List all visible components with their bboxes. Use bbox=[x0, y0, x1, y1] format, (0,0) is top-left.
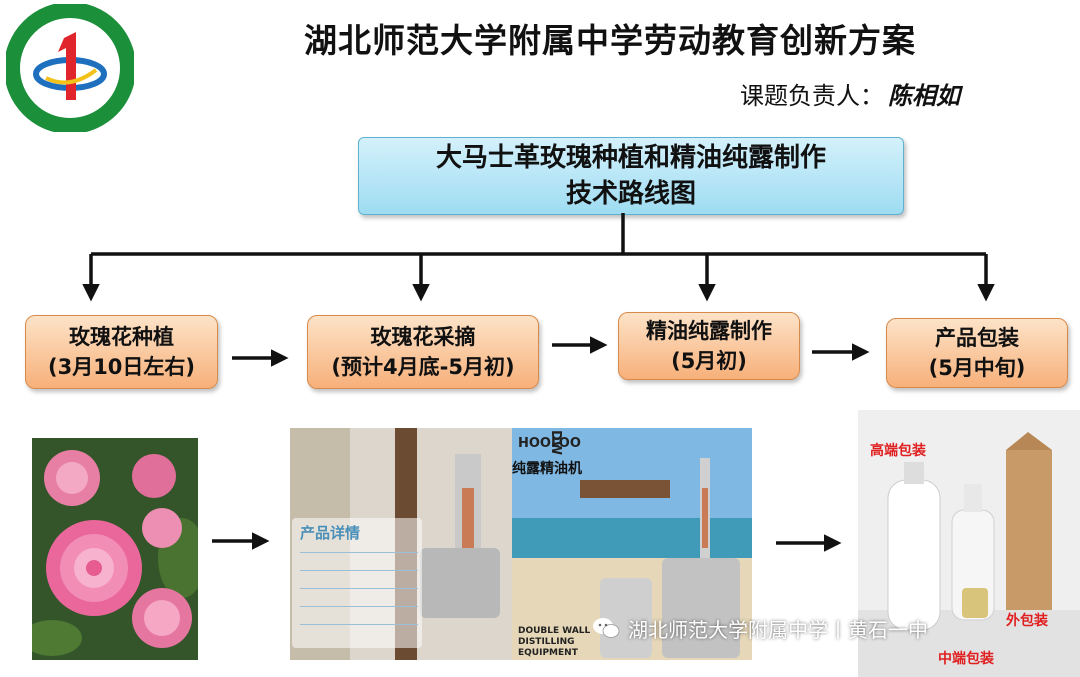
brand-mark: DW bbox=[548, 430, 563, 456]
step-distilling-date: (5月初) bbox=[671, 349, 747, 373]
step-picking-label: 玫瑰花采摘 bbox=[370, 325, 476, 349]
step-picking-date: (预计4月底-5月初) bbox=[331, 355, 515, 379]
panel-row bbox=[300, 570, 418, 571]
watermark: 湖北师范大学附属中学丨黄石一中 bbox=[592, 613, 928, 643]
roadmap-title-box: 大马士革玫瑰种植和精油纯露制作 技术路线图 bbox=[358, 137, 904, 215]
product-detail-panel: 产品详情 bbox=[292, 518, 422, 648]
page-title: 湖北师范大学附属中学劳动教育创新方案 bbox=[304, 21, 916, 60]
panel-row bbox=[300, 552, 418, 553]
school-logo bbox=[6, 4, 134, 132]
panel-title: 产品详情 bbox=[300, 524, 361, 542]
step-packaging: 产品包装 (5月中旬) bbox=[886, 318, 1068, 388]
panel-row bbox=[300, 624, 418, 625]
step-distilling: 精油纯露制作 (5月初) bbox=[618, 312, 800, 380]
packaging-photo: 高端包装 中端包装 外包装 bbox=[858, 410, 1080, 677]
project-owner: 课题负责人：陈相如 bbox=[740, 76, 960, 111]
panel-row bbox=[300, 588, 418, 589]
step-planting: 玫瑰花种植 (3月10日左右) bbox=[25, 315, 218, 389]
step-packaging-date: (5月中旬) bbox=[928, 356, 1026, 380]
machine-name: 纯露精油机 bbox=[512, 461, 582, 477]
packaging-image bbox=[858, 410, 1080, 677]
equipment-footer: DOUBLE WALL DISTILLING EQUIPMENT bbox=[518, 626, 591, 658]
owner-name: 陈相如 bbox=[888, 81, 960, 110]
roadmap-title-line2: 技术路线图 bbox=[565, 179, 696, 209]
label-high-end: 高端包装 bbox=[870, 443, 926, 459]
roadmap-title-line1: 大马士革玫瑰种植和精油纯露制作 bbox=[435, 143, 826, 173]
wechat-icon bbox=[593, 618, 620, 638]
step-picking: 玫瑰花采摘 (预计4月底-5月初) bbox=[307, 315, 539, 389]
watermark-text: 湖北师范大学附属中学丨黄石一中 bbox=[628, 617, 928, 642]
panel-row bbox=[300, 606, 418, 607]
owner-label: 课题负责人： bbox=[740, 82, 884, 110]
rose-photo bbox=[32, 438, 198, 660]
step-planting-date: (3月10日左右) bbox=[47, 355, 196, 379]
brand-label: HOOLOO bbox=[518, 436, 581, 451]
step-packaging-label: 产品包装 bbox=[935, 326, 1019, 350]
label-outer-pack: 外包装 bbox=[1006, 613, 1048, 629]
rose-image bbox=[32, 438, 198, 660]
step-planting-label: 玫瑰花种植 bbox=[69, 325, 174, 349]
step-distilling-label: 精油纯露制作 bbox=[646, 319, 772, 343]
distiller-photo: 产品详情 HOOLOO DW 纯露精油机 DOUBLE WALL DISTILL… bbox=[290, 428, 752, 660]
label-mid-end: 中端包装 bbox=[938, 651, 994, 667]
